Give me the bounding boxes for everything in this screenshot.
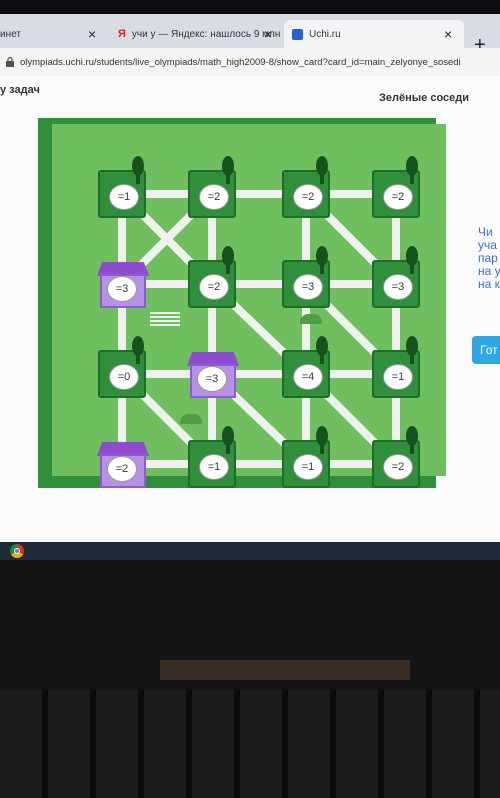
page-content: у задач Зелёные соседи =1=2=2=2=3=2=3=3=…: [0, 76, 500, 542]
yandex-icon: Я: [118, 27, 126, 40]
house-tile[interactable]: =3: [97, 260, 149, 308]
neighbor-count-badge: =3: [197, 366, 227, 392]
neighbor-count-badge: =2: [199, 274, 229, 300]
tree-icon: [220, 426, 236, 454]
task-description: Чи уча пар на у на к: [478, 226, 500, 291]
road-vertical: [302, 194, 310, 464]
tree-icon: [314, 246, 330, 274]
bush-decoration: [300, 314, 322, 324]
tab-label: Uchi.ru: [309, 28, 341, 40]
tree-tile[interactable]: =1: [372, 336, 420, 398]
house-tile[interactable]: =3: [187, 350, 239, 398]
tree-icon: [130, 156, 146, 184]
tree-icon: [314, 426, 330, 454]
neighbor-count-badge: =2: [293, 184, 323, 210]
lock-icon: [6, 56, 14, 67]
tree-icon: [404, 156, 420, 184]
browser-tab-yandex[interactable]: Я учи у — Яндекс: нашлось 9 млн ×: [110, 20, 280, 48]
new-tab-button[interactable]: +: [474, 34, 486, 56]
tree-icon: [404, 336, 420, 364]
tree-icon: [314, 156, 330, 184]
address-bar[interactable]: olympiads.uchi.ru/students/live_olympiad…: [0, 48, 500, 77]
house-roof-icon: [97, 262, 149, 276]
close-icon[interactable]: ×: [444, 26, 453, 42]
tree-tile[interactable]: =0: [98, 336, 146, 398]
neighbor-count-badge: =1: [293, 454, 323, 480]
neighbor-count-badge: =2: [383, 454, 413, 480]
description-line: пар: [478, 251, 498, 265]
neighbor-count-badge: =2: [107, 456, 137, 482]
task-title: Зелёные соседи: [379, 92, 469, 104]
laptop-keyboard: [0, 690, 500, 798]
tree-tile[interactable]: =1: [188, 426, 236, 488]
bush-decoration: [180, 414, 202, 424]
tree-tile[interactable]: =4: [282, 336, 330, 398]
browser-tab-1[interactable]: инет ×: [0, 20, 108, 48]
tree-icon: [404, 246, 420, 274]
puzzle-board: =1 =2 =2 =2 =3 =2 =3 =3 =0 =3 =4 =1 =2 =1 =1 =2: [38, 118, 446, 488]
ready-button[interactable]: Гот: [472, 336, 500, 364]
tab-label: учи у — Яндекс: нашлось 9 млн: [131, 28, 280, 40]
road-horizontal: [122, 190, 396, 198]
tree-icon: [130, 336, 146, 364]
tab-label: инет: [0, 28, 21, 40]
tree-icon: [220, 246, 236, 274]
tree-tile[interactable]: =2: [372, 426, 420, 488]
close-icon[interactable]: ×: [88, 26, 97, 42]
chrome-icon[interactable]: [10, 544, 24, 558]
road-horizontal: [122, 370, 396, 378]
tree-icon: [314, 336, 330, 364]
tree-tile[interactable]: =2: [188, 156, 236, 218]
road-horizontal: [122, 280, 396, 288]
browser-tab-uchi[interactable]: Uchi.ru ×: [284, 20, 464, 48]
neighbor-count-badge: =3: [293, 274, 323, 300]
neighbor-count-badge: =3: [383, 274, 413, 300]
back-to-tasks-link[interactable]: у задач: [0, 84, 40, 96]
crosswalk-decoration: [150, 312, 180, 326]
house-roof-icon: [97, 442, 149, 456]
neighbor-count-badge: =4: [293, 364, 323, 390]
neighbor-count-badge: =3: [107, 276, 137, 302]
tree-tile[interactable]: =2: [188, 246, 236, 308]
neighbor-count-badge: =1: [199, 454, 229, 480]
road-vertical: [208, 194, 216, 464]
road-horizontal: [122, 460, 396, 468]
tree-tile[interactable]: =1: [282, 426, 330, 488]
uchi-favicon-icon: [292, 28, 303, 40]
description-line: на у: [478, 264, 500, 278]
house-roof-icon: [187, 352, 239, 366]
tree-tile[interactable]: =3: [282, 246, 330, 308]
tree-tile[interactable]: =2: [282, 156, 330, 218]
tree-tile[interactable]: =1: [98, 156, 146, 218]
tree-icon: [404, 426, 420, 454]
grass-field: =1 =2 =2 =2 =3 =2 =3 =3 =0 =3 =4 =1 =2 =1 =1 =2: [52, 124, 446, 488]
tree-tile[interactable]: =3: [372, 246, 420, 308]
neighbor-count-badge: =1: [109, 184, 139, 210]
neighbor-count-badge: =0: [109, 364, 139, 390]
road-vertical: [118, 194, 126, 464]
house-tile[interactable]: =2: [97, 440, 149, 488]
tree-tile[interactable]: =2: [372, 156, 420, 218]
browser-tab-bar: инет × Я учи у — Яндекс: нашлось 9 млн ×…: [0, 14, 500, 56]
description-line: Чи: [478, 226, 493, 239]
tree-icon: [220, 156, 236, 184]
road-vertical: [392, 194, 400, 464]
url-text: olympiads.uchi.ru/students/live_olympiad…: [20, 56, 461, 68]
description-line: уча: [478, 238, 497, 252]
neighbor-count-badge: =2: [383, 184, 413, 210]
description-line: на к: [478, 277, 500, 291]
neighbor-count-badge: =1: [383, 364, 413, 390]
close-icon[interactable]: ×: [264, 26, 273, 42]
laptop-hinge: [160, 660, 410, 680]
neighbor-count-badge: =2: [199, 184, 229, 210]
os-taskbar: [0, 542, 500, 560]
